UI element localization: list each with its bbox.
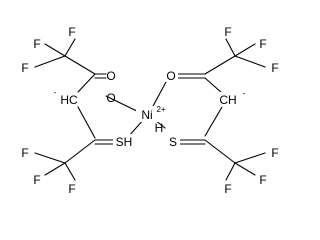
atom-o-left-ni: O [106, 91, 115, 105]
s-right-bg [166, 134, 180, 148]
bond-cf-tl-c [34, 55, 66, 68]
atom-f-tl-b: F [68, 25, 75, 39]
bonds [34, 38, 266, 181]
atom-f-tl-a: F [33, 37, 40, 51]
structure-diagram: F F F O - HC O Ni 2+ SH F F F O F F F CH… [21, 25, 278, 196]
o-right-bg [164, 68, 178, 82]
bond-cf-bl-c [64, 162, 76, 181]
atom-f-br-a: F [271, 146, 278, 160]
bond-co-cf3-right [204, 55, 236, 75]
atom-hc-left-charge: - [54, 88, 57, 97]
atom-f-bl-b: F [33, 173, 40, 187]
atom-labels: F F F O - HC O Ni 2+ SH F F F O F F F CH… [21, 25, 278, 196]
bond-o-ni-right [151, 81, 167, 109]
bond-cf-tl-a [44, 43, 66, 57]
bond-cf-br-b [234, 162, 256, 176]
atom-f-br-c: F [224, 182, 231, 196]
bond-co-hc-left [77, 73, 96, 93]
atom-f-tr-a: F [224, 25, 231, 39]
bond-cf-bl-a [34, 152, 66, 164]
bond-ch-c-right [204, 106, 223, 137]
atom-h-right: H [155, 121, 164, 135]
bond-co-ch-right [204, 77, 223, 94]
bond-hc-ch-left [77, 106, 96, 139]
sh-left-bg [113, 134, 135, 149]
bond-cf3-co-left [64, 55, 96, 75]
bond-c-cf3-bl [64, 139, 96, 164]
atom-f-tl-c: F [21, 61, 28, 75]
atom-hc-left: HC [60, 93, 78, 107]
atom-s-right: S [169, 135, 177, 149]
bond-cf-tr-c [234, 55, 266, 68]
bond-cf-tl-b [64, 38, 76, 57]
ch-right-bg [219, 92, 243, 107]
bond-c-cf3-br [204, 139, 236, 164]
bond-cf-tr-b [234, 43, 256, 57]
atom-f-br-b: F [259, 173, 266, 187]
atom-ni-charge: 2+ [156, 105, 165, 114]
bond-cf-br-c [225, 162, 236, 181]
atom-o-left: O [106, 69, 115, 83]
atom-o-right: O [166, 69, 175, 83]
atom-f-bl-c: F [68, 182, 75, 196]
bond-cf-br-a [234, 152, 266, 164]
atom-ni: Ni [141, 108, 152, 122]
atom-f-bl-a: F [21, 146, 28, 160]
atom-f-tr-c: F [271, 61, 278, 75]
atom-ch-right: CH [219, 93, 236, 107]
atom-ch-right-charge: - [243, 89, 246, 98]
ni-label-bg [136, 106, 168, 122]
bond-cf-tr-a [225, 38, 236, 57]
atom-sh-left: SH [116, 135, 133, 149]
bond-cf-bl-b [44, 162, 66, 176]
atom-f-tr-b: F [259, 37, 266, 51]
